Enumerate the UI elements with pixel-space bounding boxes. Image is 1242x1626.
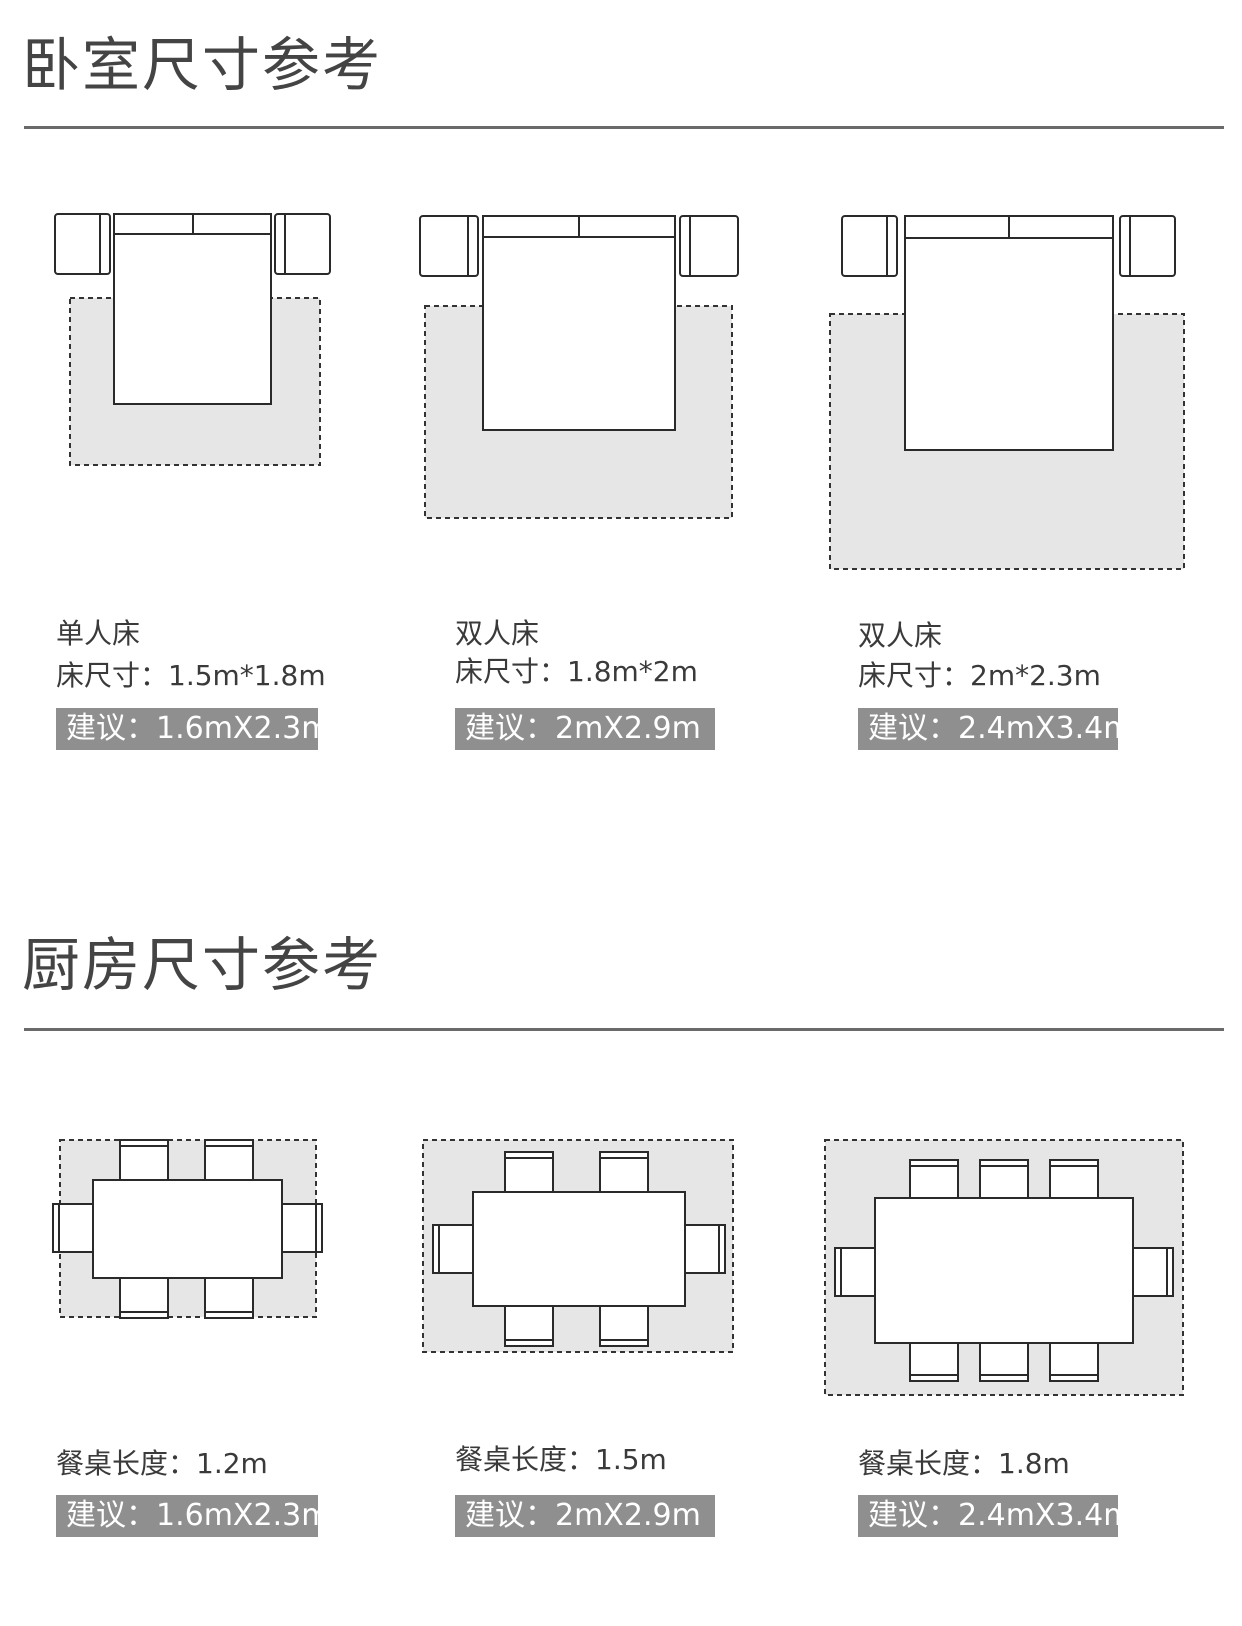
bed-size-label-1: 床尺寸：1.5m*1.8m xyxy=(56,659,326,692)
bed-frame xyxy=(904,215,1114,451)
table-length-label-1: 餐桌长度：1.2m xyxy=(56,1447,268,1480)
bed-type-label-1: 单人床 xyxy=(56,617,141,650)
bed-diagram-double-1 xyxy=(419,215,739,519)
nightstand-right xyxy=(274,213,331,275)
table xyxy=(92,1179,283,1279)
table-length-label-2: 餐桌长度：1.5m xyxy=(455,1443,667,1476)
kitchen-divider xyxy=(24,1028,1224,1031)
table xyxy=(472,1191,686,1307)
bed-size-label-3: 床尺寸：2m*2.3m xyxy=(858,659,1101,692)
bed-frame xyxy=(482,215,676,431)
bed-type-label-3: 双人床 xyxy=(858,619,943,652)
nightstand-right xyxy=(1119,215,1176,277)
bed-diagram-single xyxy=(54,213,331,466)
table-length-label-3: 餐桌长度：1.8m xyxy=(858,1447,1070,1480)
suggest-badge-4: 建议：1.6mX2.3m xyxy=(56,1495,330,1537)
suggest-badge-1: 建议：1.6mX2.3m xyxy=(56,708,330,750)
bedroom-diagrams xyxy=(54,213,1185,570)
nightstand-left xyxy=(54,213,111,275)
bed-frame xyxy=(113,213,272,405)
dining-diagram-1 xyxy=(52,1139,323,1319)
bedroom-divider xyxy=(24,126,1224,129)
bedroom-section-title: 卧室尺寸参考 xyxy=(22,31,383,99)
table xyxy=(874,1197,1134,1344)
bed-type-label-2: 双人床 xyxy=(455,617,540,650)
kitchen-section-title: 厨房尺寸参考 xyxy=(22,931,383,999)
nightstand-left xyxy=(841,215,898,277)
suggest-badge-3: 建议：2.4mX3.4m xyxy=(858,708,1132,750)
dining-diagram-3 xyxy=(824,1139,1184,1396)
bed-size-label-2: 床尺寸：1.8m*2m xyxy=(455,655,698,688)
nightstand-right xyxy=(679,215,739,277)
nightstand-left xyxy=(419,215,479,277)
dining-diagram-2 xyxy=(422,1139,734,1353)
suggest-badge-6: 建议：2.4mX3.4m xyxy=(858,1495,1132,1537)
suggest-badge-2: 建议：2mX2.9m xyxy=(455,708,715,750)
bed-diagram-double-2 xyxy=(829,215,1185,570)
suggest-badge-5: 建议：2mX2.9m xyxy=(455,1495,715,1537)
kitchen-diagrams xyxy=(52,1139,1184,1396)
